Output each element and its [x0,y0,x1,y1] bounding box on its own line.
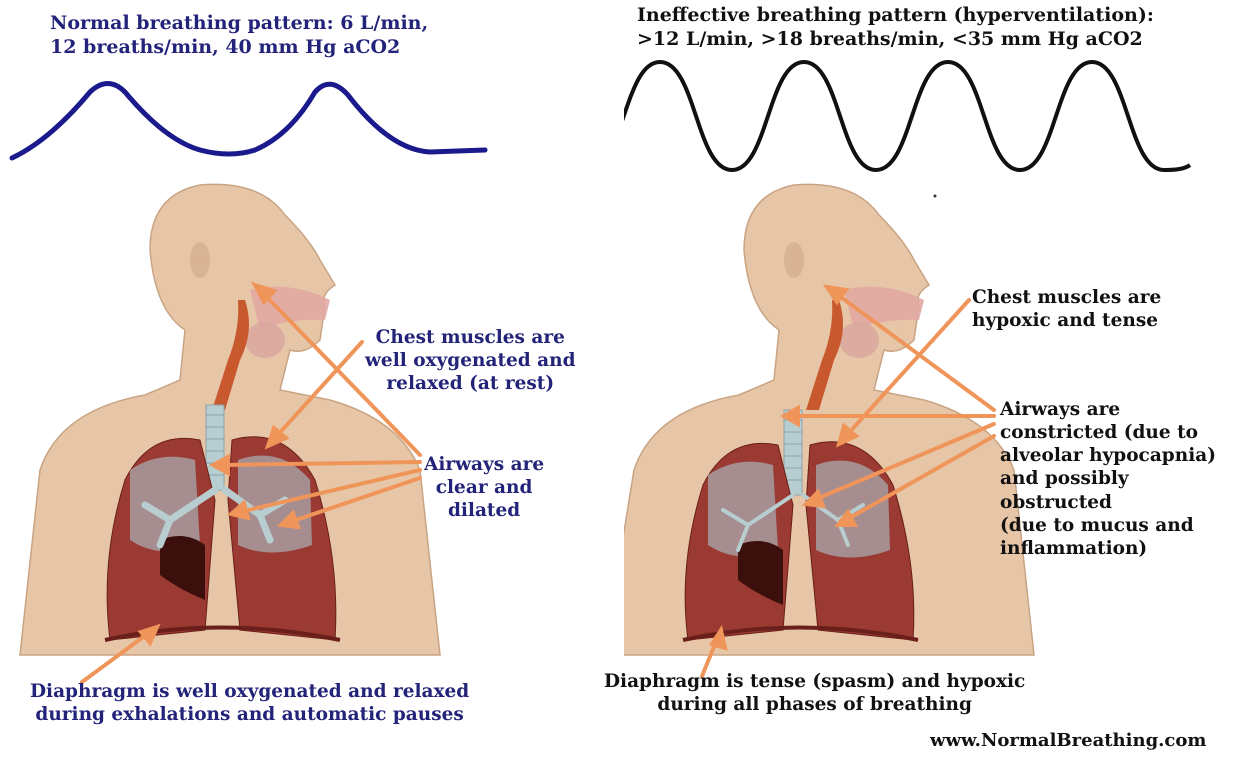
tense-diaphragm-label: Diaphragm is tense (spasm) and hypoxic d… [604,670,1025,716]
constricted-airways-label: Airways are constricted (due to alveolar… [1000,398,1216,560]
normal-airways-label: Airways are clear and dilated [424,453,544,522]
normal-breathing-panel: Normal breathing pattern: 6 L/min, 12 br… [0,0,624,757]
human-torso-illustration [20,184,440,655]
website-credit: www.NormalBreathing.com [930,730,1206,753]
hyperventilation-wave [624,62,1190,170]
normal-breathing-wave [12,84,485,159]
human-torso-illustration [624,184,1034,655]
normal-chest-label: Chest muscles are well oxygenated and re… [365,326,576,395]
hyperventilation-figure [624,0,1248,757]
hypoxic-chest-label: Chest muscles are hypoxic and tense [972,286,1161,332]
hyperventilation-panel: Ineffective breathing pattern (hypervent… [624,0,1248,757]
normal-diaphragm-label: Diaphragm is well oxygenated and relaxed… [30,680,469,726]
